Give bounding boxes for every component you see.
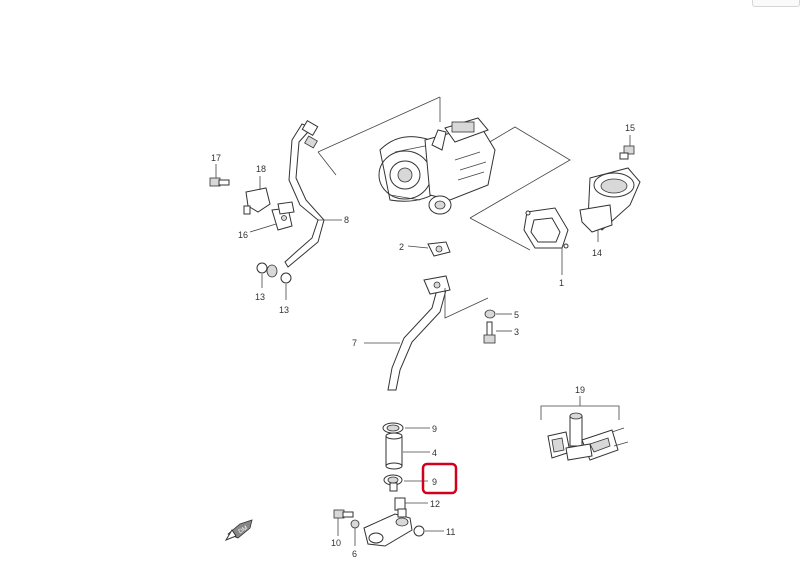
outlet-pipe-14[interactable]: 14 xyxy=(579,167,641,258)
callout-16: 16 xyxy=(238,230,248,240)
callout-5: 5 xyxy=(514,310,519,320)
kit-19[interactable]: 19 xyxy=(540,385,629,461)
bolt-10[interactable]: 10 xyxy=(331,509,354,548)
bolt-15[interactable]: 15 xyxy=(619,123,635,160)
callout-13a: 13 xyxy=(255,292,265,302)
washer-13b[interactable]: 13 xyxy=(279,272,292,315)
turbocharger[interactable] xyxy=(317,96,571,251)
callout-8: 8 xyxy=(344,215,349,225)
o-ring-11[interactable]: 11 xyxy=(413,525,455,537)
callout-1: 1 xyxy=(559,278,564,288)
callout-19: 19 xyxy=(575,385,585,395)
direction-mark-label: DM xyxy=(238,525,249,535)
highlight-box[interactable] xyxy=(421,462,458,495)
callout-12: 12 xyxy=(430,499,440,509)
clamp-18[interactable]: 18 xyxy=(243,164,271,215)
gasket-1[interactable]: 1 xyxy=(523,207,569,288)
washer-5[interactable]: 5 xyxy=(484,309,519,320)
callout-3: 3 xyxy=(514,327,519,337)
union-connector[interactable] xyxy=(363,508,413,547)
callout-4: 4 xyxy=(432,448,437,458)
callout-6: 6 xyxy=(352,549,357,559)
washer-6[interactable]: 6 xyxy=(350,519,360,559)
callout-13b: 13 xyxy=(279,305,289,315)
callout-10: 10 xyxy=(331,538,341,548)
bracket-16[interactable]: 16 xyxy=(238,201,295,240)
bolt-17[interactable]: 17 xyxy=(209,153,230,187)
callout-11: 11 xyxy=(446,527,455,537)
fitting-12[interactable]: 12 xyxy=(394,497,440,511)
callout-7: 7 xyxy=(352,338,357,348)
washer-13a[interactable]: 13 xyxy=(255,262,278,302)
callout-18: 18 xyxy=(256,164,266,174)
clamp-9-upper[interactable]: 9 xyxy=(382,422,437,434)
callout-9a: 9 xyxy=(432,424,437,434)
callout-14: 14 xyxy=(592,248,602,258)
callout-9b: 9 xyxy=(432,477,437,487)
callout-17: 17 xyxy=(211,153,221,163)
bolt-3[interactable]: 3 xyxy=(483,321,519,344)
callout-15: 15 xyxy=(625,123,635,133)
gasket-2[interactable]: 2 xyxy=(399,241,451,257)
oil-pipe-8[interactable]: 8 xyxy=(284,119,349,268)
hose-4[interactable]: 4 xyxy=(385,432,437,470)
clamp-9-lower[interactable]: 9 xyxy=(383,474,437,492)
callout-2: 2 xyxy=(399,242,404,252)
return-pipe-7[interactable]: 7 xyxy=(352,275,489,391)
direction-mark: DM xyxy=(224,519,253,542)
